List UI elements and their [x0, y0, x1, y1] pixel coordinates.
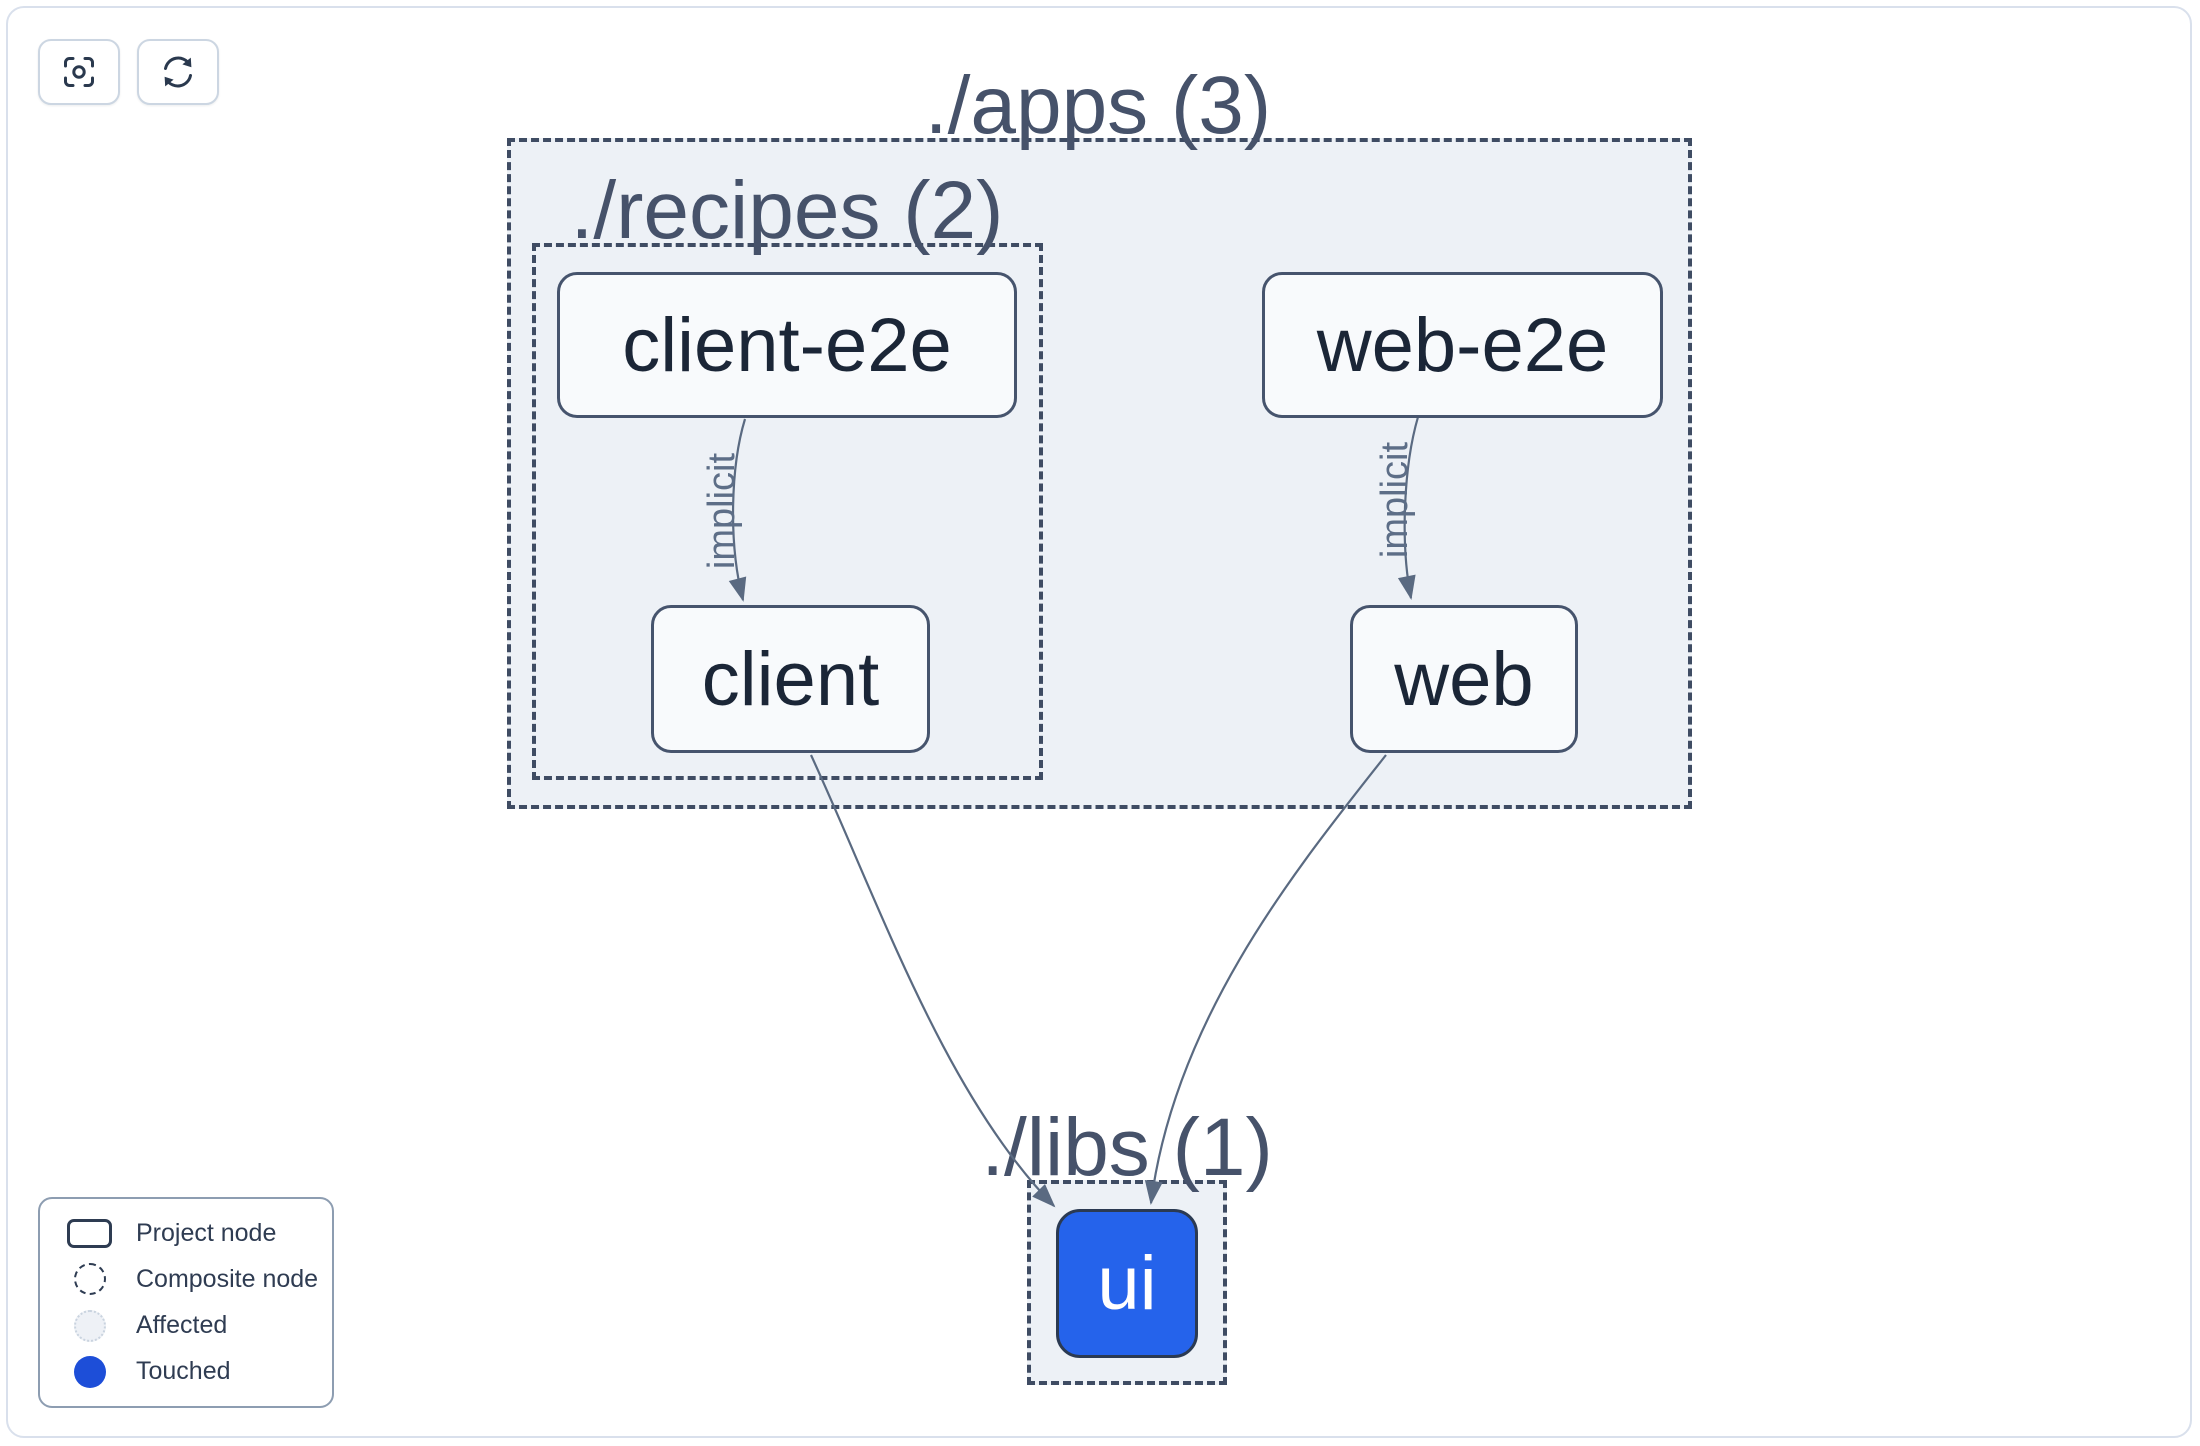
edge-label-implicit-client: implicit — [701, 452, 743, 570]
group-apps-title: ./apps (3) — [924, 60, 1272, 151]
edge-web-to-ui — [1144, 754, 1387, 1205]
affected-swatch-icon — [73, 1309, 106, 1342]
legend-label: Project node — [136, 1218, 277, 1247]
legend-item-composite-node: Composite node — [40, 1256, 332, 1302]
legend: Project node Composite node Affected Tou… — [38, 1197, 334, 1408]
legend-label: Touched — [136, 1357, 231, 1386]
project-node-swatch-icon — [67, 1218, 112, 1248]
node-client[interactable]: client — [651, 605, 930, 753]
focus-icon — [62, 55, 96, 89]
legend-item-project-node: Project node — [40, 1210, 332, 1256]
refresh-icon — [161, 55, 195, 89]
composite-node-swatch-icon — [73, 1263, 106, 1296]
node-ui-touched[interactable]: ui — [1056, 1209, 1198, 1358]
group-libs-title: ./libs (1) — [981, 1102, 1273, 1193]
node-web[interactable]: web — [1350, 605, 1578, 753]
node-client-e2e[interactable]: client-e2e — [557, 272, 1017, 418]
edge-web-e2e-to-web — [1397, 416, 1420, 600]
legend-label: Affected — [136, 1311, 228, 1340]
touched-swatch-icon — [73, 1355, 106, 1388]
edge-client-e2e-to-client — [728, 418, 747, 602]
group-recipes-title: ./recipes (2) — [570, 165, 1004, 256]
legend-label: Composite node — [136, 1264, 319, 1293]
edge-label-implicit-web: implicit — [1374, 441, 1416, 559]
edge-client-to-ui — [810, 754, 1056, 1208]
reset-focus-button[interactable] — [38, 39, 120, 105]
legend-item-affected: Affected — [40, 1303, 332, 1349]
node-web-e2e[interactable]: web-e2e — [1262, 272, 1663, 418]
legend-item-touched: Touched — [40, 1349, 332, 1395]
refresh-button[interactable] — [137, 39, 219, 105]
